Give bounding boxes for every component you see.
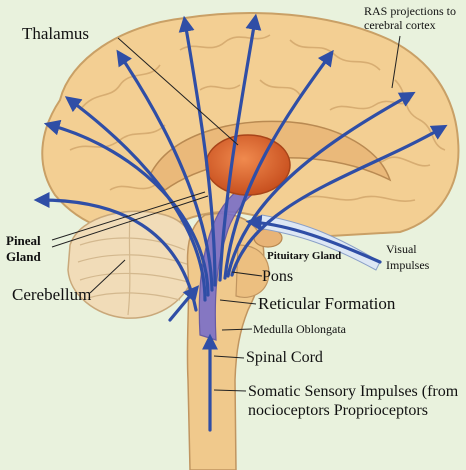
label-reticular-formation: Reticular Formation [258,294,396,313]
label-thalamus: Thalamus [22,24,90,43]
ras-projection-arrows [33,13,448,432]
label-pons: Pons [262,268,294,285]
label-medulla-oblongata: Medulla Oblongata [253,322,346,336]
label-spinal-cord: Spinal Cord [246,349,323,366]
leader-lines [51,35,401,392]
cerebral-gyri [69,34,446,202]
label-somatic-sensory: Somatic Sensory Impulses (from nociocept… [248,383,459,419]
label-ras-projections: RAS projections to cerebral cortex [364,4,456,32]
label-pineal-gland: Pineal Gland [6,233,41,264]
thalamus-shape [205,134,291,196]
label-pituitary-gland: Pituitary Gland [267,250,342,262]
pons-shape [235,244,270,298]
label-visual-impulses: Visual Impulses [386,242,430,272]
label-cerebellum: Cerebellum [12,285,92,304]
cerebellum-shape [67,210,197,319]
